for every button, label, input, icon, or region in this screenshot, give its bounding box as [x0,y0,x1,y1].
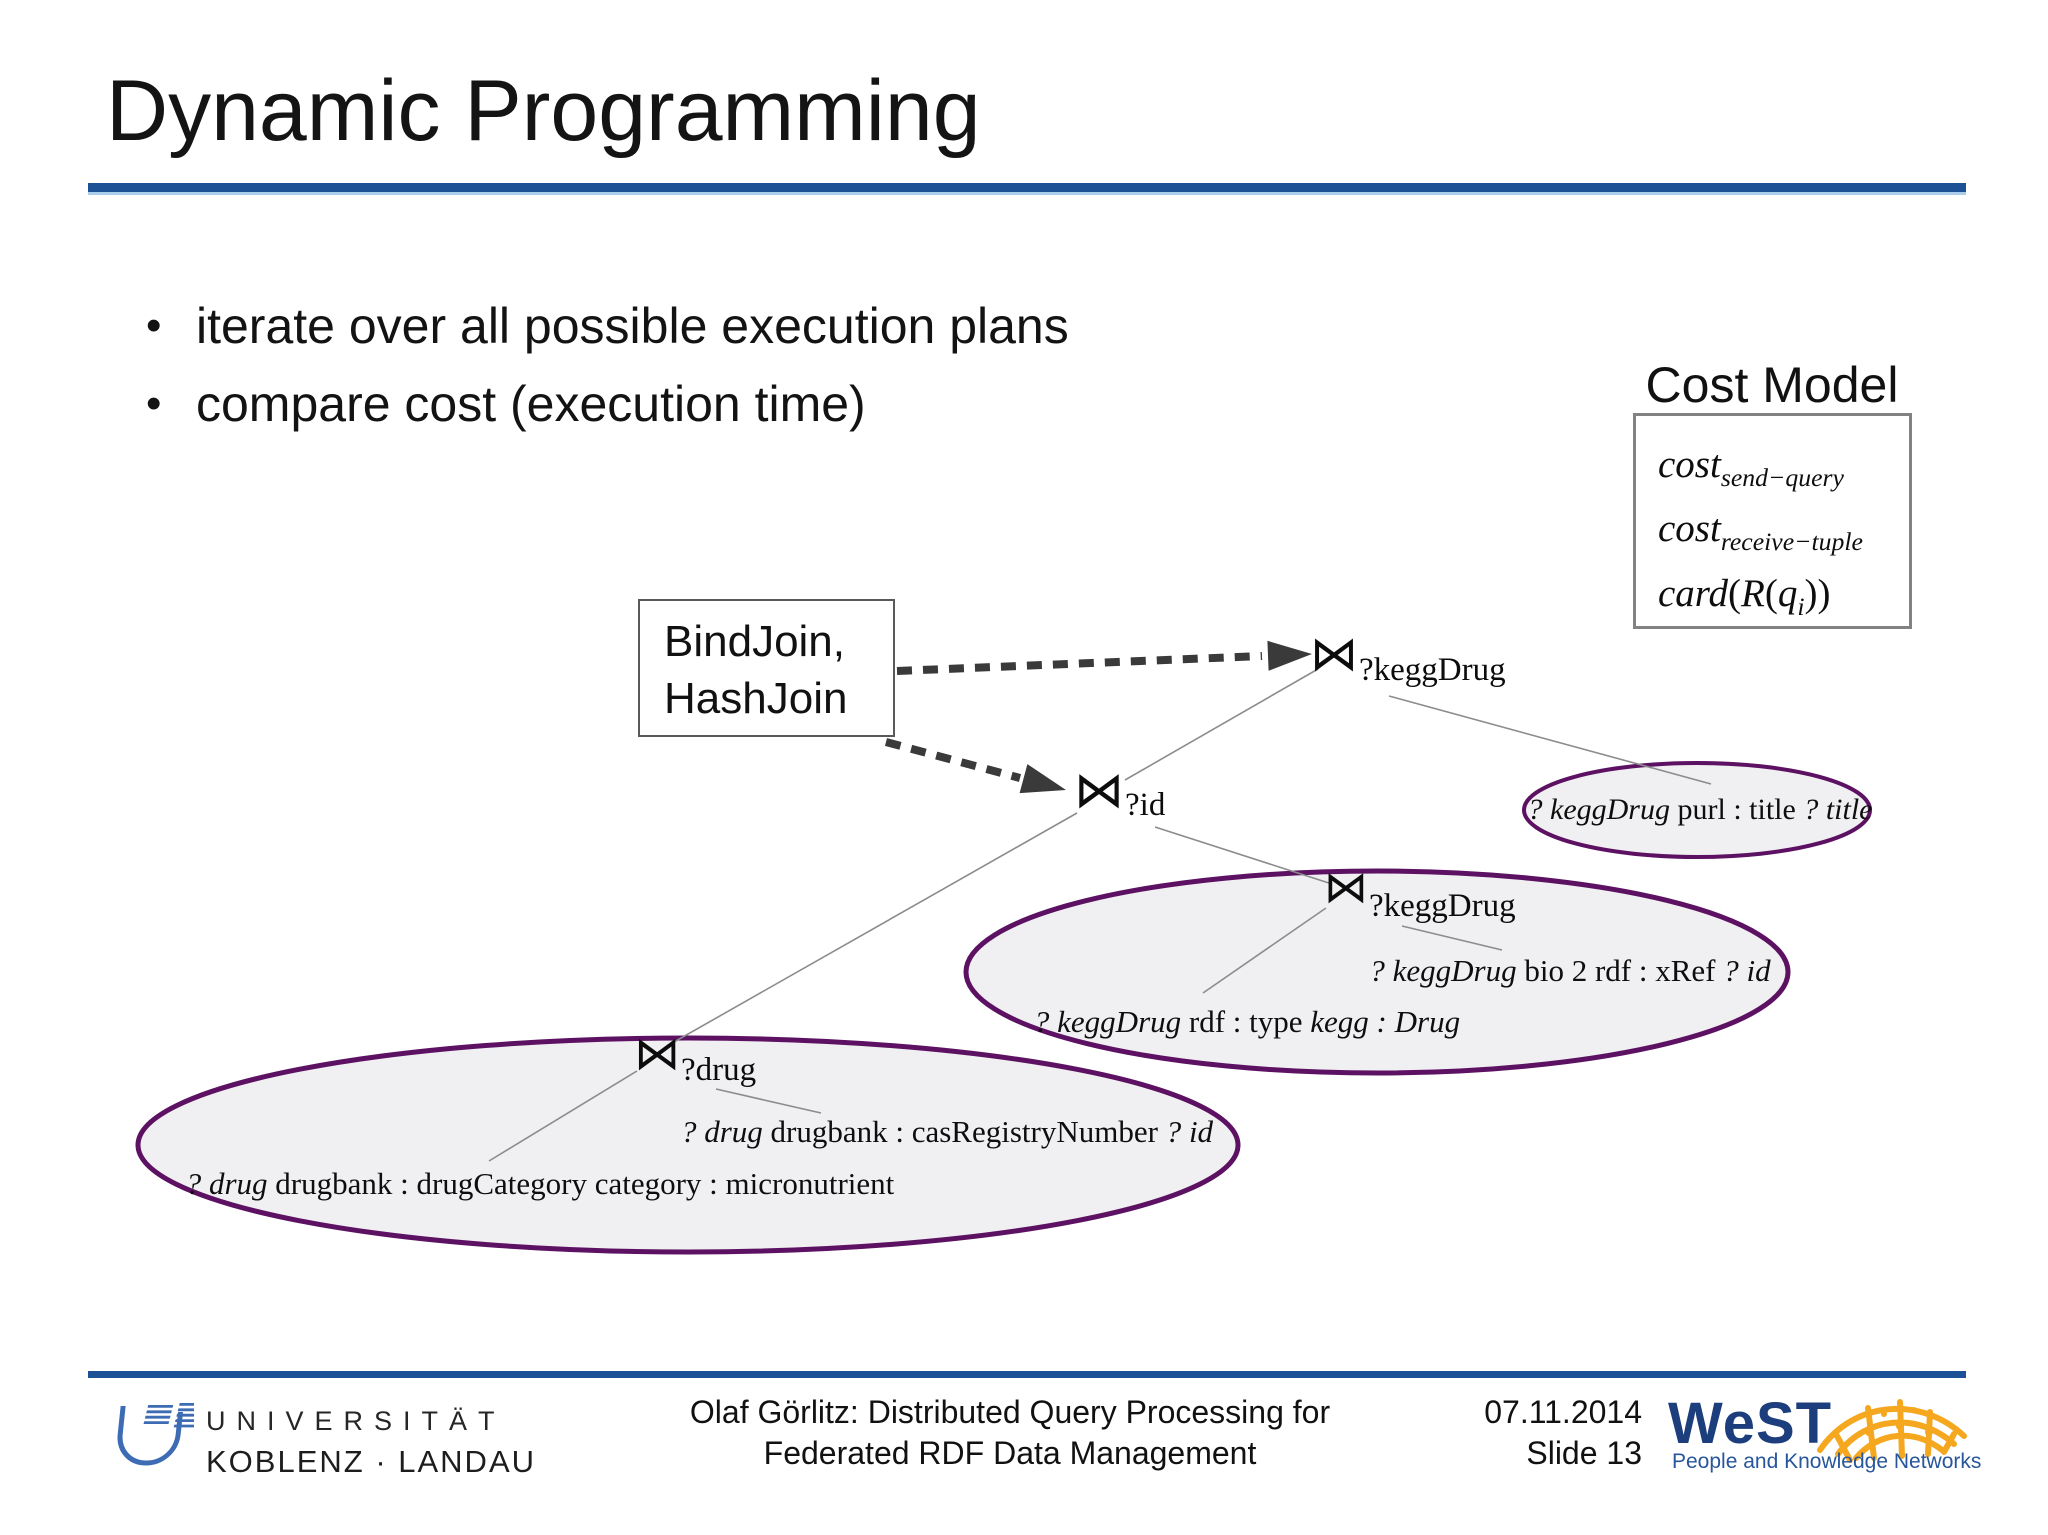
triple-pattern-drug-category: ? drug drugbank : drugCategory category … [185,1166,895,1201]
footer-credit-line2: Federated RDF Data Management [763,1434,1257,1471]
join-node-root: ⋈ ?keggDrug [1310,630,1506,689]
join-node-keggdrug: ⋈ ?keggDrug [1324,866,1516,925]
join-method-line: BindJoin, [664,617,846,666]
west-logo: WeST People and [1664,1388,1994,1488]
join-variable-label: ?keggDrug [1369,888,1516,924]
tree-edge [1401,925,1503,951]
cost-model-title: Cost Model [1645,357,1899,413]
triple-pattern-rdf-type: ? keggDrug rdf : type kegg : Drug [1033,1004,1461,1039]
dashed-arrow-to-root-join [896,652,1263,675]
bullet-text: iterate over all possible execution plan… [196,298,1069,354]
join-node-drug: ⋈ ?drug [634,1030,756,1089]
bowtie-join-icon: ⋈ [1074,761,1124,819]
bullet-item: • iterate over all possible execution pl… [146,298,1069,356]
tree-edge [715,1088,822,1114]
dashed-arrows [884,652,1263,782]
bullet-text: compare cost (execution time) [196,376,866,432]
bowtie-join-icon: ⋈ [1324,862,1368,913]
cost-line-receive-tuple: costreceive−tuple [1658,507,1863,557]
cost-line-cardinality: card(R(qi)) [1658,571,1831,621]
tree-edge [666,812,1078,1047]
bullet-dot-icon: • [146,379,162,428]
tree-edge [488,1070,638,1162]
cost-line-send-query: costsend−query [1658,443,1844,492]
arrowhead-root [1267,640,1312,671]
triple-pattern-cas-registry: ? drug drugbank : casRegistryNumber ? id [680,1114,1214,1149]
tree-edge [1202,907,1327,994]
source-group-ellipse-purl [1522,761,1872,859]
west-logo-name: WeST [1668,1391,1833,1456]
footer-date: 07.11.2014 [1484,1394,1642,1430]
bowtie-join-icon: ⋈ [634,1026,680,1080]
join-methods-box: BindJoin, HashJoin [638,599,895,737]
page-title: Dynamic Programming [106,63,981,159]
university-logo-icon [112,1398,194,1470]
footer-credit-line1: Olaf Görlitz: Distributed Query Processi… [689,1394,1331,1430]
join-variable-label: ?id [1125,787,1166,823]
dashed-arrow-to-id-join [884,738,1022,782]
source-group-ellipse-kegg [963,868,1791,1076]
join-method-line: HashJoin [664,674,848,724]
triple-pattern-purl-title: ? keggDrug purl : title ? title [1527,793,1873,826]
bullet-item: • compare cost (execution time) [146,376,866,434]
cost-model-box: costsend−query costreceive−tuple card(R(… [1633,413,1912,629]
university-name-line2: KOBLENZ · LANDAU [206,1444,537,1479]
title-rule [88,183,1966,192]
source-group-ellipse-drugbank [135,1035,1241,1255]
university-name: UNIVERSITÄT KOBLENZ · LANDAU [206,1406,536,1480]
west-network-icon [1814,1392,1974,1464]
join-variable-label: ?drug [681,1052,757,1088]
footer-credit: Olaf Görlitz: Distributed Query Processi… [658,1392,1362,1474]
university-name-line1: UNIVERSITÄT [206,1406,506,1436]
footer-rule [88,1371,1966,1378]
bowtie-join-icon: ⋈ [1310,626,1358,682]
tree-edges [488,668,1712,1162]
title-rule-highlight [88,192,1966,195]
join-node-id: ⋈ ?id [1074,765,1165,824]
join-variable-label: ?keggDrug [1359,652,1506,688]
west-logo-tagline: People and Knowledge Networks [1672,1450,1982,1473]
triple-pattern-bio2rdf-xref: ? keggDrug bio 2 rdf : xRef ? id [1369,953,1771,988]
bullet-dot-icon: • [146,301,162,350]
tree-edge [1154,826,1333,885]
tree-edge [1388,695,1712,785]
arrowhead-id [1019,764,1066,794]
footer-meta: 07.11.2014 Slide 13 [1426,1392,1642,1474]
tree-edge [1124,668,1319,781]
footer-slide-number: Slide 13 [1526,1434,1642,1471]
